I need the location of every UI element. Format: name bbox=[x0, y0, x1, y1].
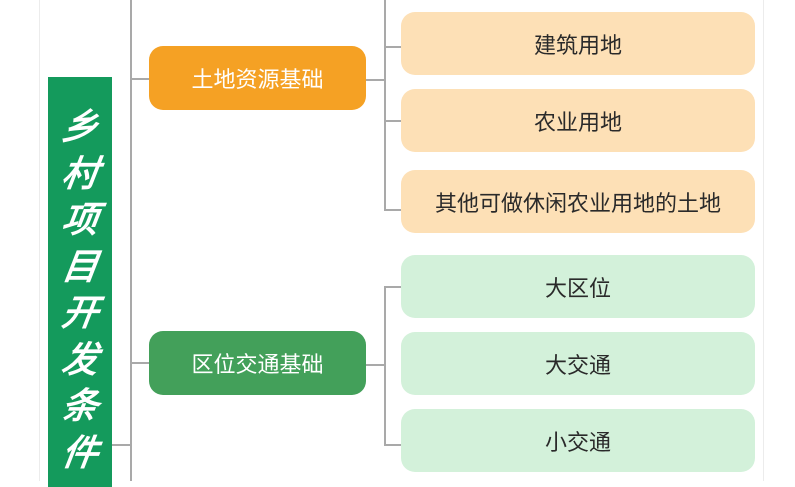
leaf-local-transport[interactable]: 小交通 bbox=[401, 409, 755, 472]
connector bbox=[130, 362, 149, 364]
root-node[interactable]: 乡 村 项 目 开 发 条 件 bbox=[48, 77, 112, 487]
connector bbox=[384, 209, 401, 211]
canvas-frame bbox=[39, 0, 764, 481]
connector bbox=[384, 286, 386, 446]
root-char: 乡 bbox=[59, 107, 101, 148]
connector bbox=[384, 0, 386, 211]
root-char: 目 bbox=[59, 246, 101, 288]
leaf-construction-land[interactable]: 建筑用地 bbox=[401, 12, 755, 75]
connector bbox=[384, 46, 401, 48]
root-char: 项 bbox=[59, 200, 101, 241]
leaf-other-leisure-land[interactable]: 其他可做休闲农业用地的土地 bbox=[401, 170, 755, 233]
branch-land-resources[interactable]: 土地资源基础 bbox=[149, 46, 366, 110]
connector bbox=[112, 444, 131, 446]
connector bbox=[366, 79, 386, 81]
connector bbox=[366, 364, 386, 366]
connector bbox=[130, 78, 149, 80]
root-char: 条 bbox=[59, 386, 101, 427]
root-char: 开 bbox=[59, 293, 101, 334]
branch-location-transport[interactable]: 区位交通基础 bbox=[149, 331, 366, 395]
leaf-major-transport[interactable]: 大交通 bbox=[401, 332, 755, 395]
connector bbox=[384, 444, 401, 446]
connector bbox=[384, 120, 401, 122]
connector bbox=[130, 0, 132, 481]
root-char: 件 bbox=[59, 432, 101, 474]
connector bbox=[384, 286, 401, 288]
root-char: 村 bbox=[59, 153, 101, 195]
leaf-macro-location[interactable]: 大区位 bbox=[401, 255, 755, 318]
leaf-agricultural-land[interactable]: 农业用地 bbox=[401, 89, 755, 152]
root-char: 发 bbox=[59, 339, 101, 381]
